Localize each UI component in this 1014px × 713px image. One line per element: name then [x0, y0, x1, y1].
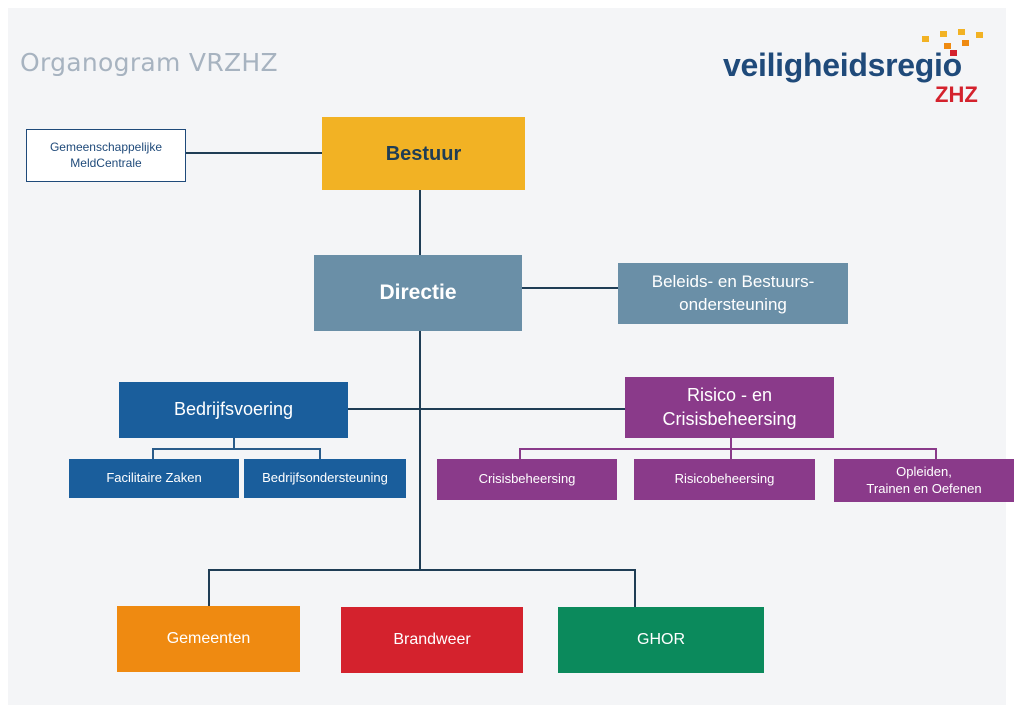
logo-dot-icon — [944, 43, 951, 49]
node-ghor: GHOR — [558, 607, 764, 673]
connector-bedrijfsondersteuning — [319, 448, 321, 460]
page-title: Organogram VRZHZ — [20, 48, 278, 77]
node-label: Beleids- en Bestuurs- ondersteuning — [651, 272, 815, 314]
connector-directie-beleids — [521, 287, 619, 289]
logo-sub: ZHZ — [935, 82, 978, 107]
connector-directie-down — [419, 330, 421, 570]
node-risico-crisisbeheersing: Risico - en Crisisbeheersing — [625, 377, 834, 438]
connector-gmc-bestuur — [185, 152, 323, 154]
node-label: Bedrijfsondersteuning — [262, 470, 388, 486]
connector-risicobeheersing — [730, 448, 732, 460]
connector-bestuur-directie — [419, 190, 421, 256]
node-label: Gemeenschappelijke MeldCentrale — [49, 139, 163, 170]
logo-dot-icon — [976, 32, 983, 38]
node-label: Gemeenten — [166, 629, 251, 647]
node-label: Facilitaire Zaken — [106, 470, 202, 486]
logo-dot-icon — [962, 40, 969, 46]
logo-dot-icon — [940, 31, 947, 37]
node-label: GHOR — [637, 630, 685, 648]
node-bedrijfsondersteuning: Bedrijfsondersteuning — [244, 459, 406, 498]
logo-dot-icon — [922, 36, 929, 42]
connector-ghor — [634, 569, 636, 607]
connector-risico-down — [730, 437, 732, 449]
node-label: Opleiden, Trainen en Oefenen — [866, 463, 982, 496]
node-label: Risico - en Crisisbeheersing — [662, 385, 797, 429]
connector-gemeenten — [208, 569, 210, 607]
organogram-canvas — [8, 8, 1006, 705]
node-directie: Directie — [314, 255, 522, 331]
logo-wordmark: veiligheidsregio — [723, 47, 962, 83]
connector-crisis — [519, 448, 521, 460]
connector-risico-horizontal — [519, 448, 937, 450]
connector-bedrijfsvoering-horizontal — [152, 448, 321, 450]
node-label: Bedrijfsvoering — [173, 399, 294, 420]
connector-opleiden — [935, 448, 937, 460]
connector-staff-horizontal — [347, 408, 627, 410]
node-opleiden-trainen-oefenen: Opleiden, Trainen en Oefenen — [834, 459, 1014, 502]
node-gemeenschappelijke-meldcentrale: Gemeenschappelijke MeldCentrale — [26, 129, 186, 182]
node-gemeenten: Gemeenten — [117, 606, 300, 672]
connector-bedrijfsvoering-down — [233, 437, 235, 449]
node-crisisbeheersing: Crisisbeheersing — [437, 459, 617, 500]
node-bestuur: Bestuur — [322, 117, 525, 190]
node-bedrijfsvoering: Bedrijfsvoering — [119, 382, 348, 438]
node-label: Brandweer — [393, 630, 471, 648]
node-label: Bestuur — [385, 142, 462, 165]
connector-facilitaire — [152, 448, 154, 460]
node-label: Crisisbeheersing — [478, 471, 576, 487]
node-risicobeheersing: Risicobeheersing — [634, 459, 815, 500]
node-label: Risicobeheersing — [674, 471, 775, 487]
logo-dot-icon — [950, 50, 957, 56]
node-facilitaire-zaken: Facilitaire Zaken — [69, 459, 239, 498]
node-brandweer: Brandweer — [341, 607, 523, 673]
node-label: Directie — [379, 281, 457, 305]
connector-bottom-horizontal — [208, 569, 636, 571]
node-beleids-bestuursondersteuning: Beleids- en Bestuurs- ondersteuning — [618, 263, 848, 324]
logo-dot-icon — [958, 29, 965, 35]
